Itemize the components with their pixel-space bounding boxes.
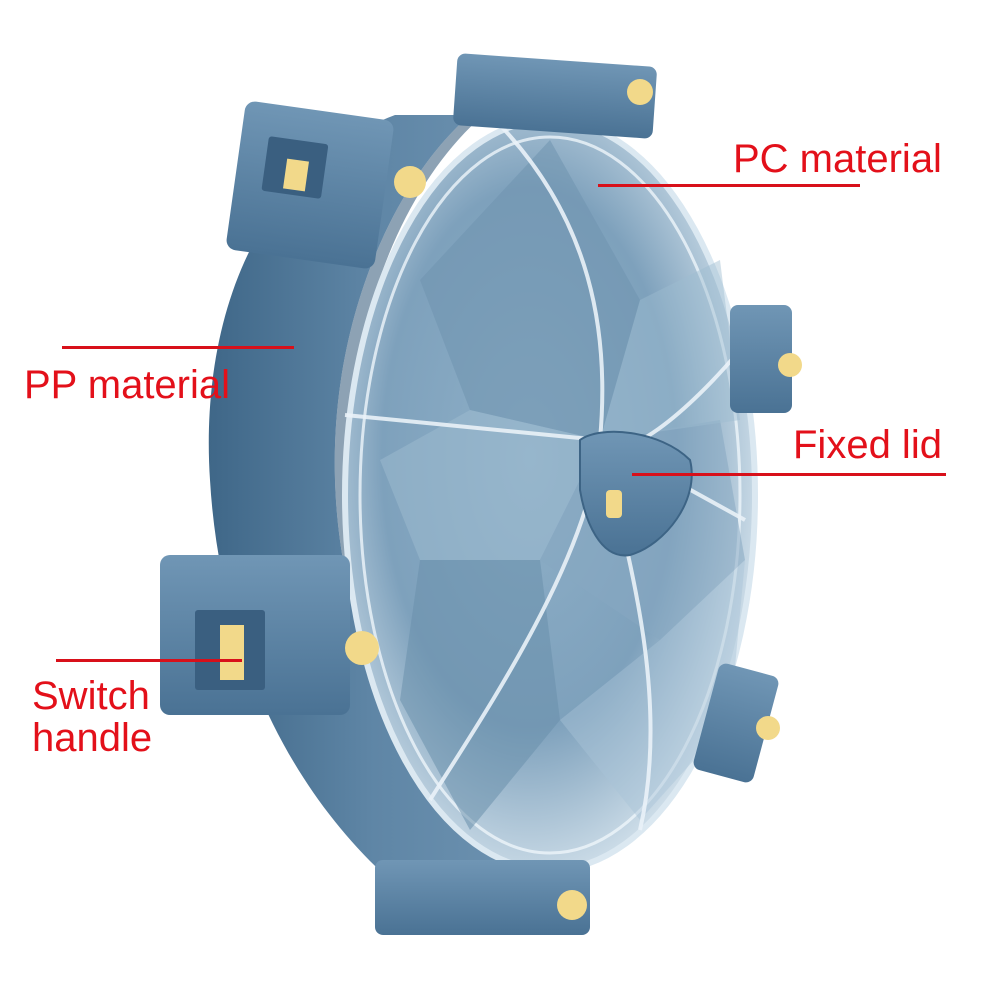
- fixed-lid-line: [632, 473, 946, 476]
- fixed-lid-piece: [579, 430, 693, 557]
- fixed-lid-label: Fixed lid: [793, 423, 942, 467]
- switch-handle-label-line2: handle: [32, 716, 153, 760]
- pp-material-line: [62, 346, 294, 349]
- pp-material-label: PP material: [24, 363, 231, 407]
- pc-material-line: [598, 184, 860, 187]
- latch-bottom: [375, 860, 590, 935]
- latch-top: [453, 53, 657, 139]
- switch-handle-label-line1: Switch: [32, 674, 150, 718]
- latch-lower-left: [160, 555, 379, 715]
- pc-lid: [342, 117, 758, 873]
- latch-right-lower: [693, 663, 780, 783]
- switch-handle-line: [56, 659, 242, 662]
- pc-material-label: PC material: [733, 137, 942, 181]
- latch-upper-left: [226, 101, 426, 269]
- latch-right-upper: [730, 305, 802, 413]
